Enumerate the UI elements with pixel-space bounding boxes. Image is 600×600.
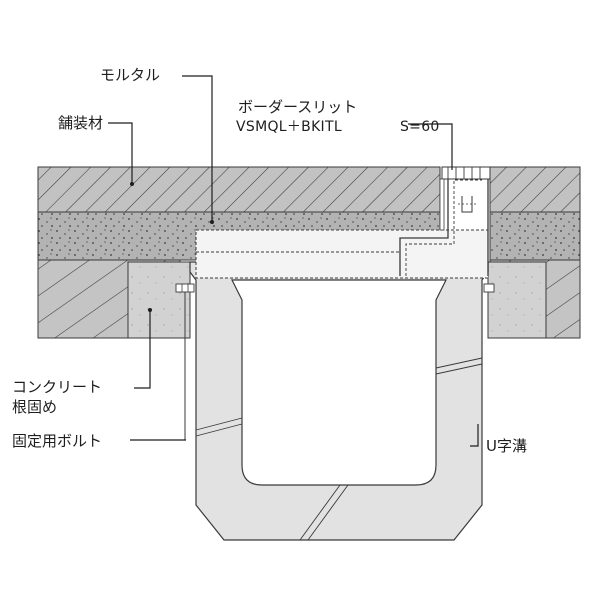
label-u-channel: U字溝 [486, 437, 527, 455]
label-mortar: モルタル [100, 66, 161, 84]
leader-points [130, 182, 214, 312]
u-channel [189, 261, 489, 541]
fixing-bolt-right [483, 283, 495, 293]
label-fixing-bolt: 固定用ボルト [12, 432, 103, 450]
label-paving: 舗装材 [58, 114, 104, 132]
label-root-consolidation: 根固め [12, 398, 58, 416]
border-slit-body [195, 166, 491, 279]
label-border-slit: ボーダースリット [238, 98, 358, 116]
concrete-foundation [127, 261, 547, 339]
fixing-bolt-left [175, 283, 195, 440]
label-product-model: VSMQL＋BKITL [236, 119, 342, 135]
leader-lines [108, 75, 479, 447]
label-slit-size: S=60 [400, 119, 440, 135]
label-concrete: コンクリート [12, 378, 103, 396]
paving-layer [37, 166, 581, 213]
